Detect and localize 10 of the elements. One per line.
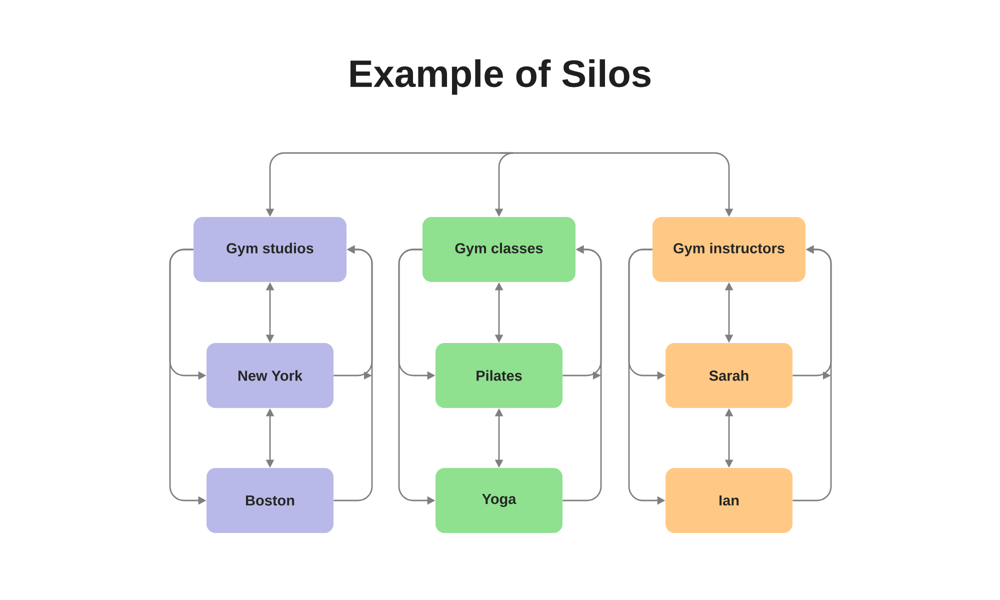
process-box: Gym classes bbox=[422, 217, 576, 282]
process-box: Yoga bbox=[436, 468, 562, 533]
process-box: Gym studios bbox=[194, 217, 346, 282]
process-box: Sarah bbox=[666, 343, 793, 408]
process-box: New York bbox=[206, 343, 334, 408]
process-box: Ian bbox=[666, 468, 793, 533]
process-box: Pilates bbox=[436, 343, 562, 408]
process-box: Boston bbox=[206, 468, 334, 533]
process-box: Gym instructors bbox=[652, 217, 806, 282]
title: Example of Silos bbox=[350, 59, 650, 95]
